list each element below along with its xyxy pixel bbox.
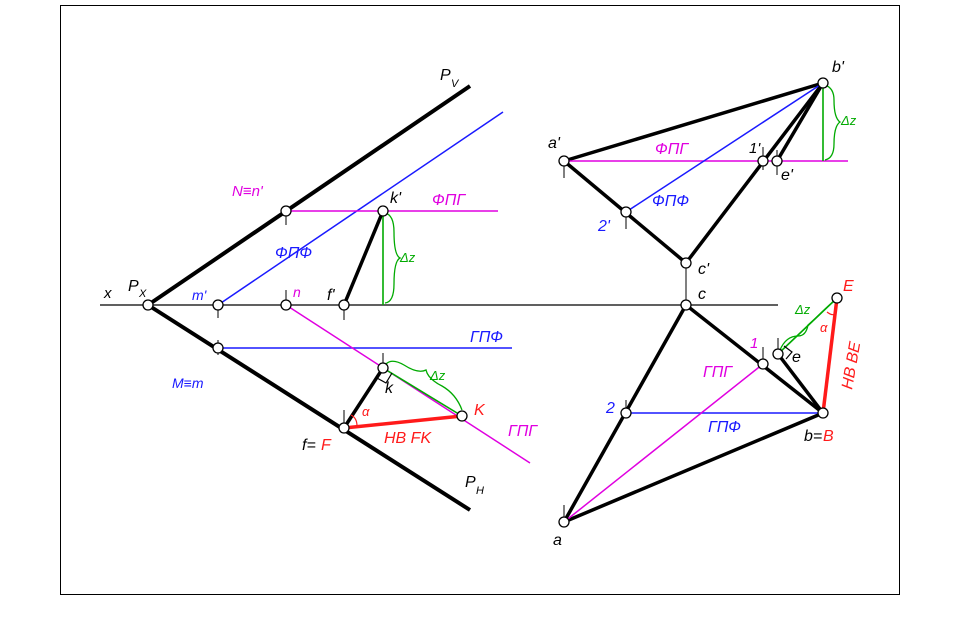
label-2: 2: [605, 400, 615, 417]
label-2-prime: 2': [597, 218, 611, 235]
label-m-prime: m': [192, 287, 208, 303]
right-hb-be: [821, 297, 839, 414]
label-hb-be: HB BE: [839, 340, 864, 391]
left-fk-segment: [342, 367, 385, 429]
label-k-left: k: [385, 380, 394, 397]
point-px: [142, 299, 154, 311]
point-e-prime: [771, 155, 783, 167]
point-K: [456, 410, 468, 422]
point-b: [817, 407, 829, 419]
point-2-prime: [620, 206, 632, 218]
point-2: [620, 407, 632, 419]
right-dz-brace-h: [779, 299, 837, 351]
right-bc-prime: [684, 81, 825, 265]
point-b-prime: [817, 77, 829, 89]
label-alpha-right: α: [820, 320, 828, 335]
left-green-k-K: [382, 367, 463, 417]
point-c-prime: [680, 257, 692, 269]
label-fpg-right: ФПГ: [655, 141, 689, 158]
point-f: [338, 422, 350, 434]
label-f-prime: f': [327, 287, 335, 304]
label-gpf-left: ГПФ: [470, 329, 503, 346]
trace-pv: [146, 84, 472, 307]
label-e-prime: e': [781, 167, 794, 184]
point-k: [377, 362, 389, 374]
left-fk-prime-segment: [342, 210, 385, 306]
label-e: e: [792, 349, 801, 366]
right-blue-fpf: [625, 82, 824, 213]
left-dz-brace-v: [384, 212, 402, 304]
point-m-prime: [212, 299, 224, 311]
label-E-cap: E: [843, 278, 854, 295]
point-k-prime: [377, 205, 389, 217]
left-right-angle-mark: [376, 372, 393, 384]
point-n: [280, 299, 292, 311]
label-hb-fk: HB FK: [384, 430, 432, 447]
right-alpha-arc: [826, 311, 836, 316]
left-blue-fpf-line: [217, 111, 504, 306]
label-b-eq: b=: [804, 428, 822, 445]
label-b-prime: b': [832, 59, 845, 76]
label-1: 1: [750, 335, 758, 352]
label-f-eq: f=: [302, 437, 316, 454]
label-nn: N≡n': [232, 183, 264, 200]
label-alpha-left: α: [362, 404, 370, 419]
label-gpg-left: ГПГ: [508, 423, 538, 440]
label-mm: M≡m: [172, 375, 204, 391]
label-gpf-right: ГПФ: [708, 419, 741, 436]
label-n-left: n: [293, 284, 301, 300]
label-c-prime: c': [698, 261, 710, 278]
label-x-axis: x: [103, 285, 112, 302]
point-E: [831, 292, 843, 304]
right-right-angle-mark: [783, 345, 793, 360]
label-k-prime: k': [390, 190, 402, 207]
left-alpha-arc: [350, 414, 358, 427]
label-F-cap: F: [321, 437, 332, 454]
label-dz-right-h: Δz: [794, 302, 811, 317]
left-hb-fk: [343, 414, 463, 430]
right-ab: [563, 411, 824, 524]
point-e: [772, 348, 784, 360]
label-pv: P: [440, 67, 451, 84]
label-a-prime: a': [548, 135, 561, 152]
right-dz-brace-v: [824, 84, 842, 161]
label-dz-right-v: Δz: [840, 113, 857, 128]
label-a: a: [553, 532, 562, 549]
label-B-cap: B: [823, 428, 834, 445]
point-1-prime: [757, 155, 769, 167]
point-c: [680, 299, 692, 311]
point-a-prime: [558, 155, 570, 167]
point-1: [757, 358, 769, 370]
label-pv-sub: V: [451, 78, 460, 90]
right-ab-prime: [563, 81, 824, 163]
label-px-sub: X: [138, 288, 147, 300]
label-dz-left-h: Δz: [429, 368, 446, 383]
label-gpg-right: ГПГ: [703, 364, 733, 381]
left-dz-brace-h: [385, 360, 463, 411]
label-fpf-right: ФПФ: [652, 193, 689, 210]
label-c: c: [698, 286, 706, 303]
trace-ph: [146, 303, 472, 512]
label-dz-left-v: Δz: [399, 250, 416, 265]
label-ph: P: [465, 474, 476, 491]
point-f-prime: [338, 299, 350, 311]
right-cb: [684, 303, 825, 415]
point-nn: [280, 205, 292, 217]
label-K-cap: K: [474, 402, 486, 419]
label-px: P: [128, 278, 139, 295]
label-fpf-left: ФПФ: [275, 245, 312, 262]
label-1-prime: 1': [749, 140, 761, 157]
label-fpg-left: ФПГ: [432, 192, 466, 209]
right-magenta-gpg: [563, 363, 764, 523]
right-eb: [776, 352, 825, 415]
point-mm: [212, 342, 224, 354]
label-ph-sub: H: [476, 485, 484, 497]
right-be-prime: [775, 82, 825, 162]
point-a: [558, 516, 570, 528]
